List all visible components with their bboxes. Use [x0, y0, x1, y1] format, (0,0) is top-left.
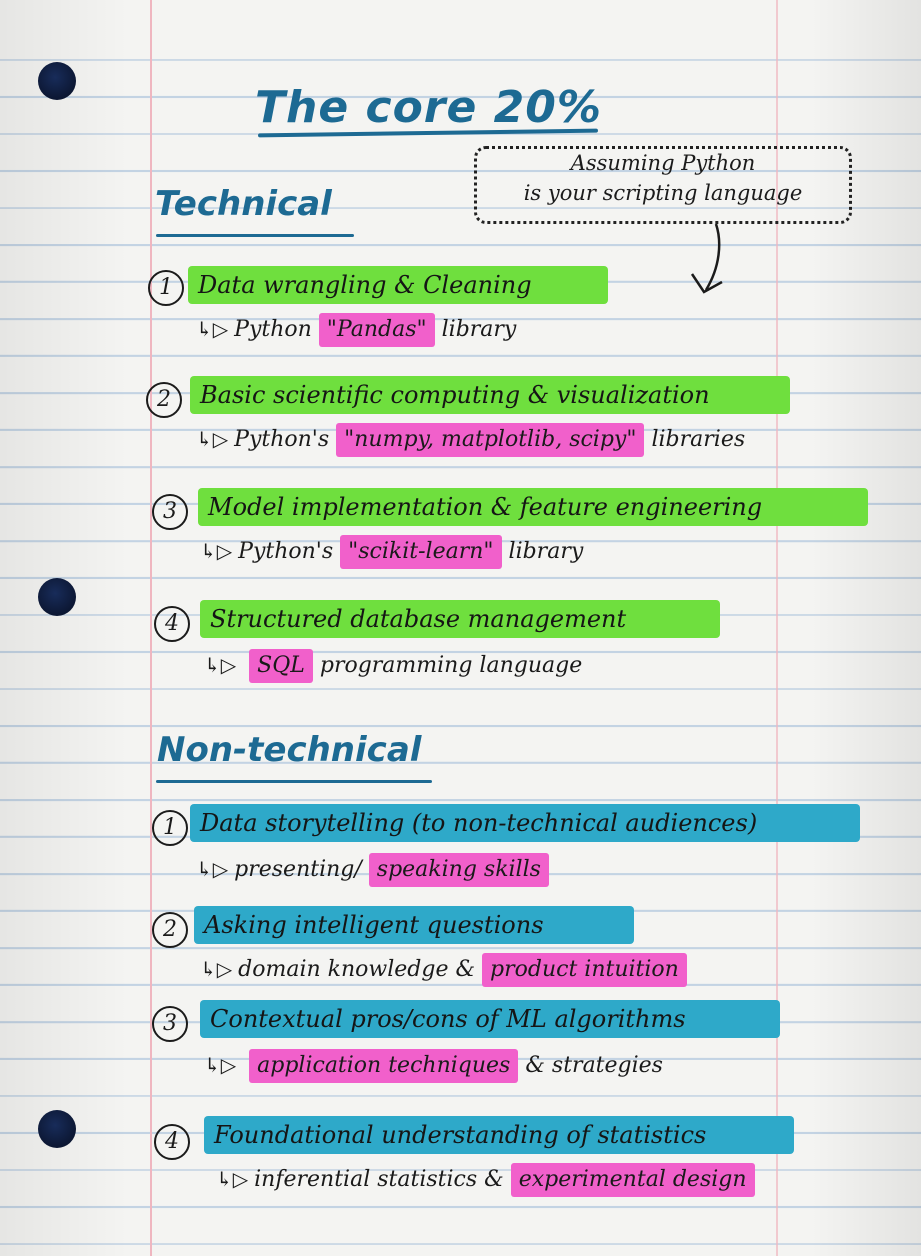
- nontechnical-sub-4-highlight: experimental design: [510, 1163, 755, 1197]
- nontechnical-sub-1: ↳▷presenting/ speaking skills: [196, 852, 549, 887]
- nontechnical-sub-2-prefix: domain knowledge &: [238, 957, 476, 982]
- technical-sub-4-highlight: SQL: [249, 649, 313, 683]
- note-box: Assuming Python is your scripting langua…: [474, 146, 852, 224]
- nontechnical-number-4: 4: [154, 1124, 190, 1160]
- sub-arrow-icon: ↳▷: [196, 857, 229, 881]
- nontechnical-number-1: 1: [152, 810, 188, 846]
- sub-arrow-icon: ↳▷: [200, 539, 233, 563]
- punch-hole-bottom: [38, 1110, 76, 1148]
- nontechnical-sub-4-prefix: inferential statistics &: [254, 1167, 504, 1192]
- technical-sub-1: ↳▷Python "Pandas" library: [196, 312, 517, 347]
- technical-sub-4: ↳▷ SQL programming language: [204, 648, 583, 683]
- technical-item-4: Structured database management: [200, 600, 720, 638]
- nontechnical-sub-3-highlight: application techniques: [249, 1049, 519, 1083]
- punch-hole-middle: [38, 578, 76, 616]
- nontechnical-item-4: Foundational understanding of statistics: [204, 1116, 794, 1154]
- nontechnical-number-2: 2: [152, 912, 188, 948]
- technical-sub-3-prefix: Python's: [238, 539, 334, 564]
- technical-heading-underline: [156, 234, 354, 237]
- technical-sub-3-highlight: "scikit-learn": [340, 535, 502, 569]
- technical-sub-2-suffix: libraries: [651, 427, 746, 452]
- technical-item-3: Model implementation & feature engineeri…: [198, 488, 868, 526]
- punch-hole-top: [38, 62, 76, 100]
- sub-arrow-icon: ↳▷: [196, 427, 229, 451]
- nontechnical-item-3: Contextual pros/cons of ML algorithms: [200, 1000, 780, 1038]
- margin-line: [150, 0, 152, 1256]
- technical-number-4: 4: [154, 606, 190, 642]
- sub-arrow-icon: ↳▷: [204, 1053, 237, 1077]
- page-title: The core 20%: [255, 82, 602, 133]
- technical-item-2: Basic scientific computing & visualizati…: [190, 376, 790, 414]
- sub-arrow-icon: ↳▷: [216, 1167, 249, 1191]
- technical-sub-2-prefix: Python's: [234, 427, 330, 452]
- nontechnical-heading-underline: [156, 780, 432, 783]
- technical-sub-1-suffix: library: [441, 317, 517, 342]
- technical-sub-2-highlight: "numpy, matplotlib, scipy": [336, 423, 645, 457]
- technical-sub-3-suffix: library: [508, 539, 584, 564]
- nontechnical-heading: Non-technical: [157, 730, 422, 770]
- nontechnical-sub-3: ↳▷ application techniques & strategies: [204, 1048, 663, 1083]
- margin-line-right: [776, 0, 778, 1256]
- technical-number-2: 2: [146, 382, 182, 418]
- technical-sub-1-highlight: "Pandas": [318, 313, 435, 347]
- technical-sub-3: ↳▷Python's "scikit-learn" library: [200, 534, 584, 569]
- technical-heading: Technical: [155, 184, 332, 224]
- nontechnical-sub-1-prefix: presenting/: [234, 857, 362, 882]
- nontechnical-sub-2-highlight: product intuition: [482, 953, 687, 987]
- sub-arrow-icon: ↳▷: [200, 957, 233, 981]
- note-line-2: is your scripting language: [523, 181, 803, 205]
- technical-number-3: 3: [152, 494, 188, 530]
- nontechnical-sub-1-highlight: speaking skills: [368, 853, 549, 887]
- nontechnical-sub-4: ↳▷inferential statistics & experimental …: [216, 1162, 755, 1197]
- nontechnical-sub-2: ↳▷domain knowledge & product intuition: [200, 952, 687, 987]
- note-line-1: Assuming Python: [570, 151, 756, 175]
- nontechnical-item-2: Asking intelligent questions: [194, 906, 634, 944]
- nontechnical-number-3: 3: [152, 1006, 188, 1042]
- technical-sub-2: ↳▷Python's "numpy, matplotlib, scipy" li…: [196, 422, 746, 457]
- technical-number-1: 1: [148, 270, 184, 306]
- note-arrow-icon: [690, 223, 723, 294]
- nontechnical-item-1: Data storytelling (to non-technical audi…: [190, 804, 860, 842]
- sub-arrow-icon: ↳▷: [204, 653, 237, 677]
- technical-item-1: Data wrangling & Cleaning: [188, 266, 608, 304]
- technical-sub-1-prefix: Python: [234, 317, 312, 342]
- nontechnical-sub-3-suffix: & strategies: [525, 1053, 663, 1078]
- sub-arrow-icon: ↳▷: [196, 317, 229, 341]
- technical-sub-4-suffix: programming language: [319, 653, 583, 678]
